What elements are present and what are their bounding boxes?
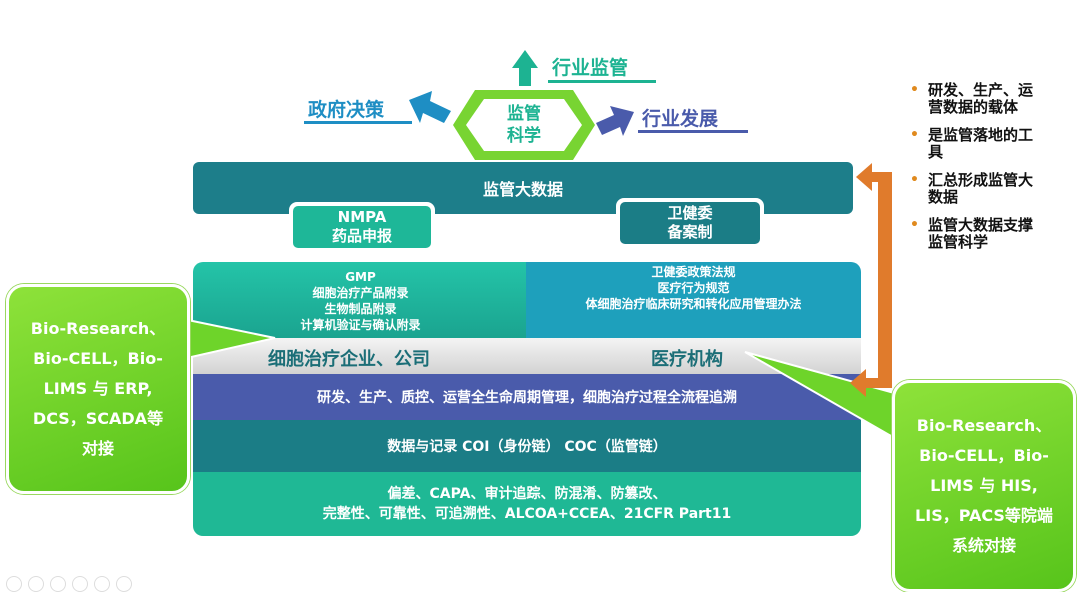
left-bubble-pointer	[177, 316, 276, 362]
nhc-title: 卫健委	[667, 204, 713, 222]
purpose-bullet-list: • 研发、生产、运营数据的载体 • 是监管落地的工具 • 汇总形成监管大数据 • 监管大…	[906, 82, 1046, 262]
medical-institution-label: 医疗机构	[651, 349, 723, 370]
industry-regulation-underline	[548, 80, 656, 83]
policy-panel: 卫健委政策法规 医疗行为规范 体细胞治疗临床研究和转化应用管理办法	[526, 262, 861, 340]
left-integration-bubble: Bio-Research、 Bio-CELL，Bio- LIMS 与 ERP, …	[6, 284, 190, 494]
prev-slide-icon[interactable]	[6, 576, 22, 592]
slides-icon[interactable]	[72, 576, 88, 592]
bullet-text: 研发、生产、运营数据的载体	[928, 81, 1034, 116]
left-bubble-line: Bio-CELL，Bio-	[33, 349, 163, 368]
gmp-line: 生物制品附录	[324, 302, 397, 316]
government-decision-underline	[304, 121, 412, 124]
next-slide-icon[interactable]	[28, 576, 44, 592]
right-integration-bubble: Bio-Research、 Bio-CELL，Bio- LIMS 与 HIS, …	[892, 380, 1076, 592]
left-arrow-icon	[409, 91, 451, 123]
enterprise-label: 细胞治疗企业、公司	[268, 349, 430, 370]
nhc-subtitle: 备案制	[667, 223, 713, 241]
industry-development-heading: 行业发展	[642, 108, 719, 130]
orange-connector-arrow	[850, 163, 892, 397]
pen-icon[interactable]	[50, 576, 66, 592]
more-icon[interactable]	[116, 576, 132, 592]
compliance-bar: 偏差、CAPA、审计追踪、防混淆、防篡改、 完整性、可靠性、可追溯性、ALCOA…	[193, 472, 861, 536]
records-bar: 数据与记录 COI（身份链） COC（监管链）	[193, 420, 861, 472]
policy-line: 医疗行为规范	[657, 281, 730, 295]
bullet-item: • 研发、生产、运营数据的载体	[906, 82, 1046, 116]
policy-line: 体细胞治疗临床研究和转化应用管理办法	[585, 297, 802, 311]
bullet-item: • 是监管落地的工具	[906, 127, 1046, 161]
lifecycle-bar: 研发、生产、质控、运营全生命周期管理，细胞治疗过程全流程追溯	[193, 374, 861, 420]
left-bubble-line: DCS，SCADA等	[32, 409, 164, 428]
bullet-item: • 监管大数据支撑监管科学	[906, 217, 1046, 251]
left-bubble-line: LIMS 与 ERP,	[43, 379, 153, 398]
bullet-dot-icon: •	[910, 217, 919, 233]
nmpa-box-inner: NMPA 药品申报	[293, 206, 431, 248]
bullet-item: • 汇总形成监管大数据	[906, 172, 1046, 206]
entity-band: 细胞治疗企业、公司 医疗机构	[193, 338, 861, 374]
bullet-dot-icon: •	[910, 172, 919, 188]
top-graphics	[409, 50, 634, 160]
gmp-panel: GMP 细胞治疗产品附录 生物制品附录 计算机验证与确认附录	[193, 262, 528, 340]
industry-development-underline	[638, 130, 748, 133]
bullet-text: 汇总形成监管大数据	[928, 171, 1034, 206]
government-decision-heading: 政府决策	[308, 99, 385, 121]
nmpa-box: NMPA 药品申报	[289, 202, 435, 252]
regulation-science-label: 监管 科学	[491, 101, 557, 149]
zoom-icon[interactable]	[94, 576, 110, 592]
up-arrow-icon	[512, 50, 538, 86]
gmp-line: GMP	[345, 270, 376, 284]
right-bubble-line: Bio-Research、	[916, 416, 1052, 435]
nhc-box: 卫健委 备案制	[616, 198, 764, 248]
bullet-dot-icon: •	[910, 127, 919, 143]
regulation-science-line: 监管	[507, 104, 541, 124]
gmp-line: 计算机验证与确认附录	[300, 318, 421, 332]
compliance-line: 完整性、可靠性、可追溯性、ALCOA+CCEA、21CFR Part11	[322, 506, 732, 522]
left-bubble-line: Bio-Research、	[30, 319, 166, 338]
bullet-text: 监管大数据支撑监管科学	[928, 216, 1034, 251]
nhc-box-inner: 卫健委 备案制	[620, 202, 760, 244]
right-arrow-icon	[596, 106, 634, 136]
compliance-line: 偏差、CAPA、审计追踪、防混淆、防篡改、	[387, 486, 667, 502]
regulation-science-line: 科学	[507, 126, 541, 146]
nmpa-subtitle: 药品申报	[331, 227, 392, 245]
bullet-text: 是监管落地的工具	[928, 126, 1034, 161]
policy-line: 卫健委政策法规	[651, 265, 736, 279]
gmp-line: 细胞治疗产品附录	[312, 286, 409, 300]
right-bubble-line: LIMS 与 HIS,	[930, 476, 1038, 495]
right-bubble-line: 系统对接	[951, 536, 1016, 555]
nmpa-title: NMPA	[337, 208, 387, 226]
bullet-dot-icon: •	[910, 82, 919, 98]
right-bubble-line: LIS，PACS等院端	[915, 506, 1053, 525]
left-bubble-line: 对接	[81, 439, 114, 458]
industry-regulation-heading: 行业监管	[552, 57, 629, 79]
slideshow-controls	[6, 576, 132, 592]
right-bubble-line: Bio-CELL，Bio-	[919, 446, 1049, 465]
